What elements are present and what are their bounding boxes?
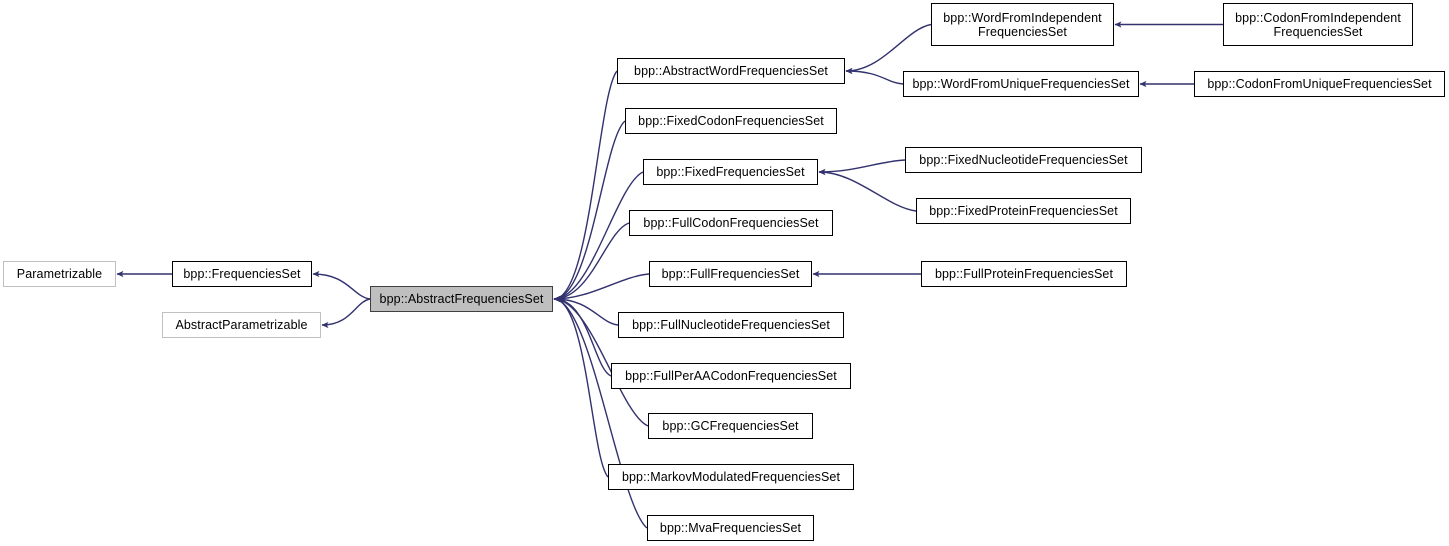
inheritance-edge-fixed-codon-freq-set-to-abstract-frequencies-set bbox=[553, 120, 626, 303]
class-node-label: bpp::FullNucleotideFrequenciesSet bbox=[632, 318, 830, 332]
inheritance-edge-abstract-frequencies-set-to-frequencies-set bbox=[312, 270, 371, 300]
inheritance-edge-fixed-nucleotide-freq-set-to-fixed-freq-set bbox=[818, 159, 906, 176]
class-node-label: bpp::FullProteinFrequenciesSet bbox=[934, 267, 1114, 281]
inheritance-edge-abstract-word-freq-set-to-abstract-frequencies-set bbox=[553, 70, 618, 303]
class-node-label: bpp::AbstractWordFrequenciesSet bbox=[634, 64, 828, 78]
class-node-label: AbstractParametrizable bbox=[175, 318, 308, 332]
inheritance-edge-word-from-independent-to-abstract-word-freq-set bbox=[845, 23, 932, 75]
class-node-label: bpp::GCFrequenciesSet bbox=[662, 419, 799, 433]
class-node-full-codon-freq-set[interactable]: bpp::FullCodonFrequenciesSet bbox=[629, 210, 833, 236]
class-node-full-freq-set[interactable]: bpp::FullFrequenciesSet bbox=[649, 261, 812, 287]
inheritance-edge-fixed-protein-freq-set-to-fixed-freq-set bbox=[818, 168, 917, 212]
class-node-label: bpp::MarkovModulatedFrequenciesSet bbox=[621, 470, 841, 484]
class-node-label: bpp::FrequenciesSet bbox=[183, 267, 301, 281]
inheritance-edge-full-freq-set-to-abstract-frequencies-set bbox=[553, 273, 650, 303]
class-node-gc-freq-set[interactable]: bpp::GCFrequenciesSet bbox=[648, 413, 813, 439]
class-node-abstract-parametrizable[interactable]: AbstractParametrizable bbox=[162, 312, 321, 338]
class-node-label: bpp::MvaFrequenciesSet bbox=[659, 521, 802, 535]
class-node-abstract-word-freq-set[interactable]: bpp::AbstractWordFrequenciesSet bbox=[617, 58, 845, 84]
class-node-word-from-independent[interactable]: bpp::WordFromIndependent FrequenciesSet bbox=[931, 3, 1114, 46]
class-node-codon-from-unique[interactable]: bpp::CodonFromUniqueFrequenciesSet bbox=[1194, 71, 1445, 97]
class-node-label: bpp::FullFrequenciesSet bbox=[661, 267, 800, 281]
class-node-fixed-protein-freq-set[interactable]: bpp::FixedProteinFrequenciesSet bbox=[916, 198, 1131, 224]
class-node-full-nucleotide-freq-set[interactable]: bpp::FullNucleotideFrequenciesSet bbox=[618, 312, 844, 338]
class-node-fixed-codon-freq-set[interactable]: bpp::FixedCodonFrequenciesSet bbox=[625, 108, 837, 134]
class-node-label: bpp::WordFromUniqueFrequenciesSet bbox=[912, 77, 1130, 91]
class-node-abstract-frequencies-set[interactable]: bpp::AbstractFrequenciesSet bbox=[370, 286, 553, 312]
class-node-label: bpp::WordFromIndependent FrequenciesSet bbox=[943, 10, 1102, 39]
class-node-label: bpp::FixedProteinFrequenciesSet bbox=[929, 204, 1118, 218]
inheritance-edge-full-codon-freq-set-to-abstract-frequencies-set bbox=[553, 222, 630, 303]
inheritance-edge-full-nucleotide-freq-set-to-abstract-frequencies-set bbox=[553, 295, 619, 326]
class-node-parametrizable[interactable]: Parametrizable bbox=[3, 261, 116, 287]
inheritance-edge-full-peraa-codon-freq-set-to-abstract-frequencies-set bbox=[553, 295, 612, 377]
class-node-label: bpp::AbstractFrequenciesSet bbox=[379, 292, 544, 306]
class-node-label: bpp::FixedCodonFrequenciesSet bbox=[638, 114, 824, 128]
class-node-label: bpp::FixedNucleotideFrequenciesSet bbox=[919, 153, 1128, 167]
class-node-codon-from-independent[interactable]: bpp::CodonFromIndependent FrequenciesSet bbox=[1223, 3, 1413, 46]
class-node-label: bpp::FixedFrequenciesSet bbox=[656, 165, 805, 179]
inheritance-edge-word-from-unique-to-abstract-word-freq-set bbox=[845, 67, 904, 85]
class-node-word-from-unique[interactable]: bpp::WordFromUniqueFrequenciesSet bbox=[903, 71, 1139, 97]
class-node-label: bpp::CodonFromIndependent FrequenciesSet bbox=[1235, 10, 1401, 39]
class-node-label: bpp::CodonFromUniqueFrequenciesSet bbox=[1207, 77, 1432, 91]
class-node-label: bpp::FullCodonFrequenciesSet bbox=[643, 216, 819, 230]
class-node-full-protein-freq-set[interactable]: bpp::FullProteinFrequenciesSet bbox=[921, 261, 1127, 287]
class-node-label: bpp::FullPerAACodonFrequenciesSet bbox=[625, 369, 837, 383]
class-node-fixed-freq-set[interactable]: bpp::FixedFrequenciesSet bbox=[643, 159, 818, 185]
class-node-fixed-nucleotide-freq-set[interactable]: bpp::FixedNucleotideFrequenciesSet bbox=[905, 147, 1142, 173]
class-node-full-peraa-codon-freq-set[interactable]: bpp::FullPerAACodonFrequenciesSet bbox=[611, 363, 851, 389]
inheritance-edge-abstract-frequencies-set-to-abstract-parametrizable bbox=[321, 298, 371, 329]
class-node-frequencies-set[interactable]: bpp::FrequenciesSet bbox=[172, 261, 312, 287]
class-node-markov-modulated-freq-set[interactable]: bpp::MarkovModulatedFrequenciesSet bbox=[608, 464, 854, 490]
inheritance-edge-markov-modulated-freq-set-to-abstract-frequencies-set bbox=[553, 295, 609, 478]
class-node-label: Parametrizable bbox=[16, 267, 103, 281]
class-node-mva-freq-set[interactable]: bpp::MvaFrequenciesSet bbox=[647, 515, 814, 541]
